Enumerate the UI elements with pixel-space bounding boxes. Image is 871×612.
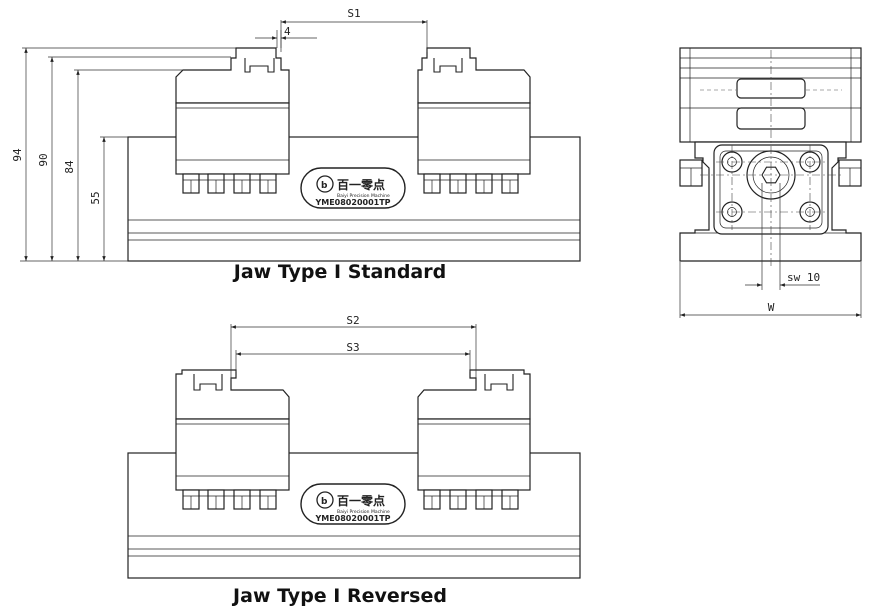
reversed-front-view: b 百一零点 Baiyi Precision Machine YME080200… (127, 314, 581, 579)
svg-text:b: b (321, 181, 328, 191)
dim-w-label: W (768, 301, 775, 314)
brand-cn: 百一零点 (337, 177, 385, 192)
dim-w: W (679, 262, 862, 318)
dim-55-label: 55 (89, 191, 102, 204)
hex-socket-icon (761, 166, 781, 184)
caption-standard: Jaw Type Ⅰ Standard (233, 261, 447, 283)
svg-text:b: b (321, 497, 328, 507)
model-number-reversed: YME08020001TP (314, 514, 390, 523)
brand-cn-reversed: 百一零点 (337, 493, 385, 508)
right-jaw (417, 47, 531, 194)
left-jaw-reversed (175, 369, 290, 510)
nameplate-reversed: b 百一零点 Baiyi Precision Machine YME080200… (300, 483, 406, 525)
right-bolt-heads-reversed (423, 489, 519, 510)
dim-s3-label: S3 (346, 341, 359, 354)
nameplate: b 百一零点 Baiyi Precision Machine YME080200… (300, 167, 406, 209)
dim-4: 4 (255, 25, 317, 48)
brand-en: Baiyi Precision Machine (337, 193, 390, 199)
logo-icon (316, 491, 334, 509)
dim-s2-label: S2 (346, 314, 359, 327)
dim-s2: S2 (230, 314, 477, 380)
left-bolt-heads-reversed (182, 489, 277, 510)
right-bolt-heads (423, 173, 519, 194)
dim-s1-label: S1 (347, 7, 360, 20)
caption-reversed: Jaw Type Ⅰ Reversed (233, 585, 447, 607)
dim-90-label: 90 (37, 153, 50, 166)
right-jaw-reversed (417, 369, 531, 510)
brand-en-reversed: Baiyi Precision Machine (337, 509, 390, 515)
dim-s1: S1 (280, 7, 428, 52)
model-number: YME08020001TP (314, 198, 390, 207)
dim-84-label: 84 (63, 160, 76, 174)
dim-4-label: 4 (284, 25, 291, 38)
dim-s3: S3 (235, 341, 471, 372)
logo-icon (316, 175, 334, 193)
left-jaw (175, 47, 290, 194)
side-view: sw 10 W (679, 47, 862, 318)
left-bolt-heads (182, 173, 277, 194)
standard-front-view: b 百一零点 Baiyi Precision Machine YME080200… (11, 7, 581, 262)
dim-94-label: 94 (11, 148, 24, 162)
dim-sw10: sw 10 (745, 183, 820, 290)
dim-sw10-label: sw 10 (787, 271, 820, 284)
dim-heights: 94 90 84 55 (11, 47, 236, 262)
